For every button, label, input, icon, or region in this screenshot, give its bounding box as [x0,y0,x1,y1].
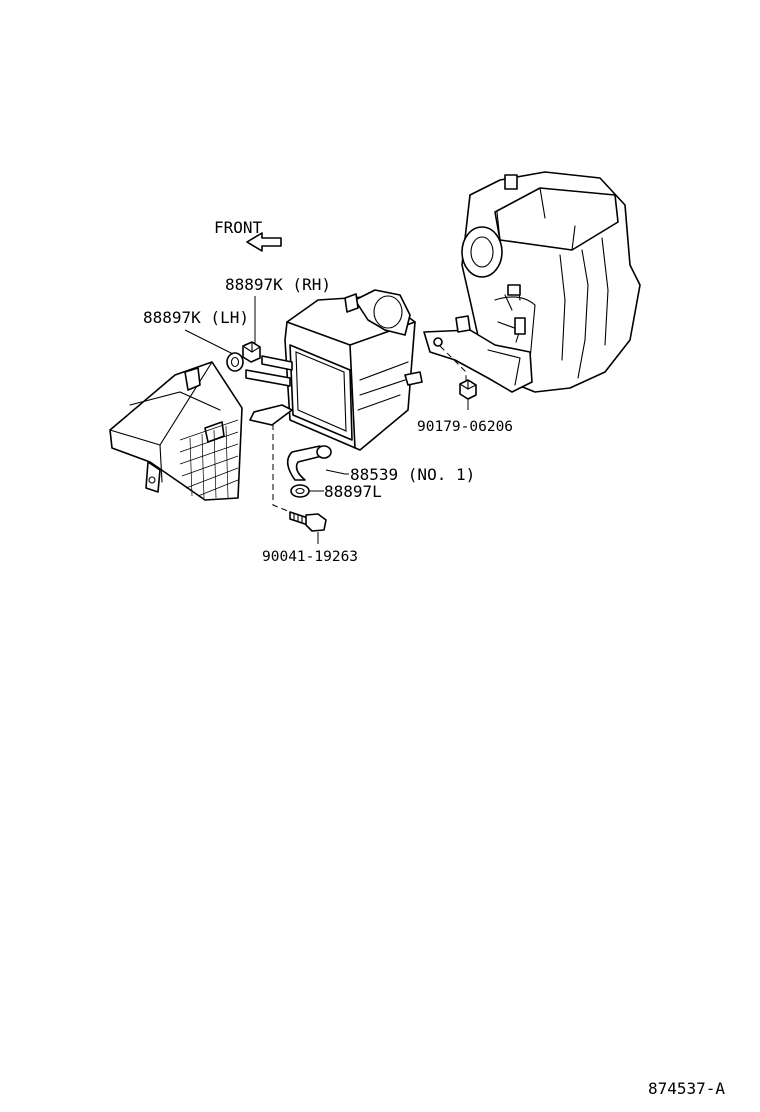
callout-88897k-rh: 88897K (RH) [225,275,331,294]
nut-90179 [439,345,477,400]
core-pipes [245,355,293,426]
leader-lines [184,296,469,544]
clamp-88897l [290,484,310,498]
air-duct [109,361,243,501]
figure-id: 874537-A [648,1079,725,1098]
front-arrow-icon [246,232,282,252]
mounting-bracket [423,315,533,393]
clip-88897k-lh [226,352,244,372]
callout-88539: 88539 (NO. 1) [350,465,475,484]
callout-90179-06206: 90179-06206 [417,419,513,435]
callout-88897l: 88897L [324,482,382,501]
bolt-90041 [272,424,327,532]
callout-88897k-lh: 88897K (LH) [143,308,249,327]
callout-90041-19263: 90041-19263 [262,549,358,565]
front-label: FRONT [214,218,263,237]
duct-grille [179,419,239,499]
hose-88539 [286,445,332,481]
front-indicator: FRONT [214,218,282,252]
heater-core [284,289,423,451]
heater-unit [461,171,641,393]
clip-88897k-rh [242,341,261,363]
